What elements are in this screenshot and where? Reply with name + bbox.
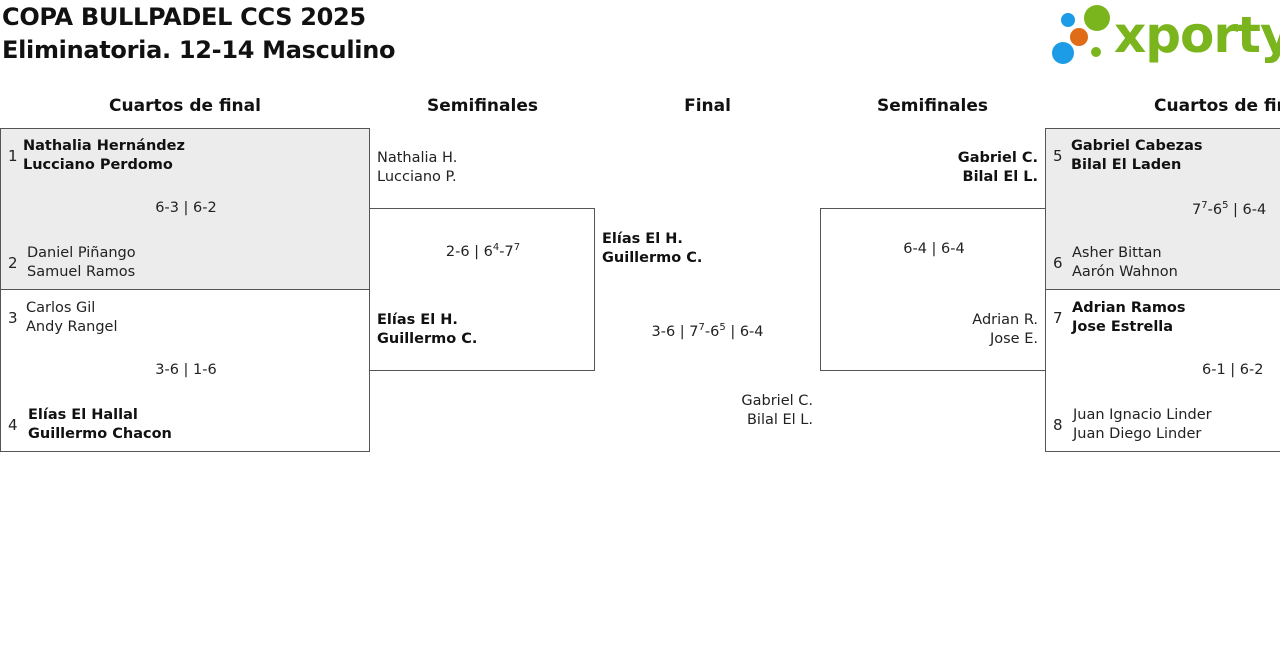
player-name: Carlos Gil [26, 300, 96, 316]
round-header-sf-right: Semifinales [877, 96, 988, 116]
player-name: Nathalia Hernández [23, 138, 185, 154]
seed-number: 5 [1053, 147, 1063, 165]
player-name: Jose Estrella [1072, 319, 1174, 335]
team-pair: Asher Bittan Aarón Wahnon [1072, 244, 1178, 282]
player-name: Andy Rangel [26, 319, 118, 335]
sf-left-team-top: Nathalia H. Lucciano P. [377, 149, 457, 187]
seed-number: 8 [1053, 416, 1063, 434]
team-pair: Juan Ignacio Linder Juan Diego Linder [1073, 406, 1212, 444]
sf-left-match: 2-6 | 64-77 [369, 208, 595, 371]
sf-right-team-top-winner: Gabriel C. Bilal El L. [900, 149, 1038, 187]
player-name: Daniel Piñango [27, 245, 136, 261]
sf-right-team-bottom: Adrian R. Jose E. [900, 311, 1038, 349]
player-name: Bilal El L. [746, 412, 813, 428]
seed-number: 6 [1053, 254, 1063, 272]
player-name: Adrian Ramos [1072, 300, 1186, 316]
logo-dots-icon [1052, 5, 1110, 64]
seed-number: 2 [8, 254, 18, 272]
team-pair-winner: Elías El Hallal Guillermo Chacon [28, 406, 172, 444]
sf-left-team-bottom-winner: Elías El H. Guillermo C. [377, 311, 477, 349]
match-score: 2-6 | 64-77 [445, 242, 521, 260]
logo-text: xporty [1114, 6, 1280, 64]
qf-match-4: 7 Adrian Ramos Jose Estrella 6-1 | 6-2 8… [1045, 289, 1280, 452]
player-name: Guillermo C. [602, 250, 703, 266]
player-name: Jose E. [989, 331, 1038, 347]
player-name: Adrian R. [972, 312, 1038, 328]
round-header-final: Final [684, 96, 731, 116]
match-score: 6-3 | 6-2 [155, 200, 217, 216]
player-name: Bilal El Laden [1071, 157, 1182, 173]
round-header-qf-left: Cuartos de final [109, 96, 261, 116]
match-score: 3-6 | 1-6 [155, 362, 217, 378]
player-name: Nathalia H. [377, 150, 458, 166]
final-team-top-winner: Elías El H. Guillermo C. [602, 230, 702, 268]
team-pair-winner: Nathalia Hernández Lucciano Perdomo [23, 137, 185, 175]
team-pair-winner: Gabriel Cabezas Bilal El Laden [1071, 137, 1203, 175]
final-score: 3-6 | 77-65 | 6-4 [651, 322, 764, 340]
match-score: 77-65 | 6-4 [1192, 200, 1267, 218]
player-name: Asher Bittan [1072, 245, 1162, 261]
team-pair-winner: Adrian Ramos Jose Estrella [1072, 299, 1186, 337]
player-name: Elías El H. [377, 312, 458, 328]
tournament-subtitle: Eliminatoria. 12-14 Masculino [2, 36, 396, 64]
round-header-sf-left: Semifinales [427, 96, 538, 116]
qf-match-1: 1 Nathalia Hernández Lucciano Perdomo 6-… [0, 128, 370, 290]
team-pair: Daniel Piñango Samuel Ramos [27, 244, 136, 282]
seed-number: 7 [1053, 309, 1063, 327]
xporty-logo: xporty [1052, 4, 1280, 66]
player-name: Gabriel Cabezas [1071, 138, 1203, 154]
match-score: 6-1 | 6-2 [1202, 362, 1264, 378]
player-name: Elías El Hallal [28, 407, 138, 423]
player-name: Samuel Ramos [27, 264, 136, 280]
round-header-qf-right: Cuartos de final [1154, 96, 1280, 116]
seed-number: 4 [8, 416, 18, 434]
player-name: Gabriel C. [741, 393, 813, 409]
seed-number: 3 [8, 309, 18, 327]
player-name: Lucciano P. [377, 169, 457, 185]
player-name: Aarón Wahnon [1072, 264, 1178, 280]
player-name: Guillermo C. [377, 331, 478, 347]
player-name: Gabriel C. [957, 150, 1038, 166]
qf-match-2: 3 Carlos Gil Andy Rangel 3-6 | 1-6 4 Elí… [0, 289, 370, 452]
team-pair: Carlos Gil Andy Rangel [26, 299, 118, 337]
final-team-bottom: Gabriel C. Bilal El L. [700, 392, 813, 430]
match-score: 6-4 | 6-4 [903, 241, 965, 257]
player-name: Bilal El L. [962, 169, 1038, 185]
player-name: Guillermo Chacon [28, 426, 172, 442]
player-name: Juan Ignacio Linder [1073, 407, 1212, 423]
player-name: Lucciano Perdomo [23, 157, 173, 173]
player-name: Juan Diego Linder [1073, 426, 1202, 442]
tournament-title: COPA BULLPADEL CCS 2025 [2, 3, 366, 31]
player-name: Elías El H. [602, 231, 683, 247]
qf-match-3: 5 Gabriel Cabezas Bilal El Laden 77-65 |… [1045, 128, 1280, 290]
seed-number: 1 [8, 147, 18, 165]
